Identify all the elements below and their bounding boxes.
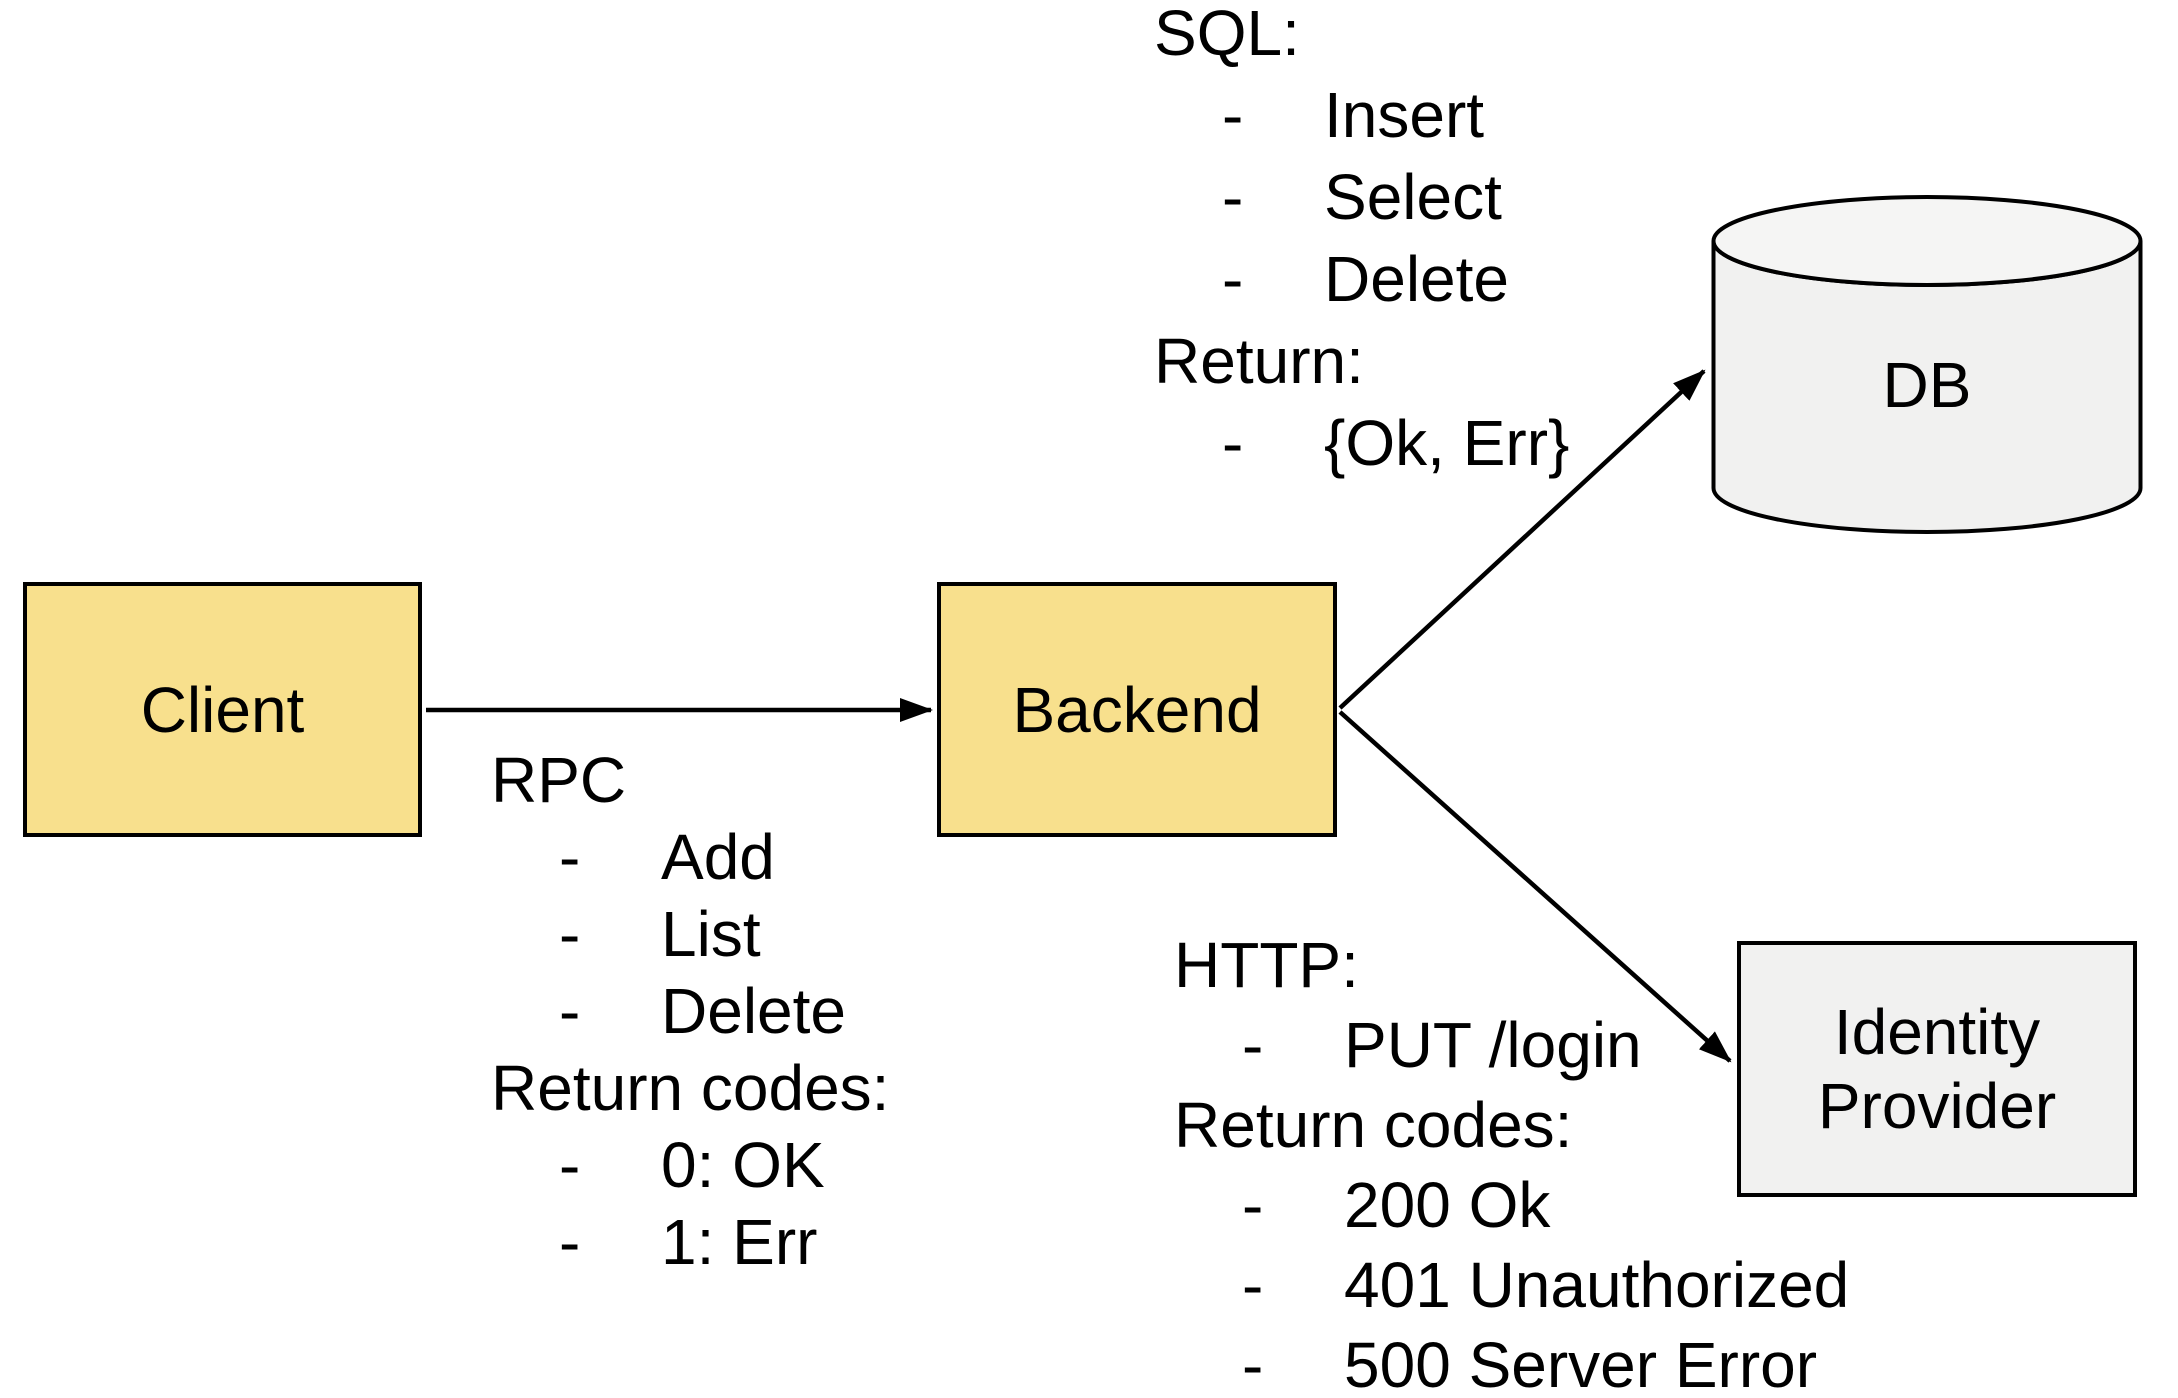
bullet-dash: - — [559, 821, 581, 893]
http-return-item: -200 Ok — [1174, 1165, 1849, 1245]
backend-to-db-arrow — [1338, 369, 1706, 710]
client-node-label: Client — [140, 673, 305, 746]
rpc-annotation: RPC -Add -List -Delete Return codes: -0:… — [491, 742, 889, 1281]
bullet-dash: - — [1222, 243, 1244, 315]
identity-provider-node-label: Identity Provider — [1817, 996, 2057, 1142]
rpc-return-title: Return codes: — [491, 1052, 890, 1124]
sql-item: -Delete — [1154, 238, 1569, 320]
http-return-title: Return codes: — [1174, 1089, 1573, 1161]
rpc-item: -Add — [491, 819, 889, 896]
bullet-dash: - — [559, 975, 581, 1047]
http-return-item: -500 Server Error — [1174, 1325, 1849, 1398]
bullet-dash: - — [1242, 1009, 1264, 1081]
client-node: Client — [23, 582, 422, 837]
bullet-dash: - — [1242, 1249, 1264, 1321]
bullet-dash: - — [1222, 161, 1244, 233]
backend-node: Backend — [937, 582, 1337, 837]
sql-item: -Select — [1154, 156, 1569, 238]
http-title: HTTP: — [1174, 929, 1359, 1001]
rpc-return-item: -0: OK — [491, 1127, 889, 1204]
bullet-dash: - — [559, 1129, 581, 1201]
backend-to-identity-provider-arrow — [1338, 710, 1732, 1063]
bullet-dash: - — [1242, 1329, 1264, 1398]
http-return-item: -401 Unauthorized — [1174, 1245, 1849, 1325]
rpc-title: RPC — [491, 744, 627, 816]
bullet-dash: - — [559, 1206, 581, 1278]
db-cylinder-shape — [1711, 195, 2143, 534]
bullet-dash: - — [559, 898, 581, 970]
sql-return-title: Return: — [1154, 325, 1364, 397]
http-annotation: HTTP: -PUT /login Return codes: -200 Ok … — [1174, 925, 1849, 1398]
identity-provider-node: Identity Provider — [1737, 941, 2137, 1197]
sql-annotation: SQL: -Insert -Select -Delete Return: -{O… — [1154, 0, 1569, 484]
sql-title: SQL: — [1154, 0, 1300, 69]
rpc-item: -List — [491, 896, 889, 973]
rpc-return-item: -1: Err — [491, 1204, 889, 1281]
sql-item: -Insert — [1154, 74, 1569, 156]
http-item: -PUT /login — [1174, 1005, 1849, 1085]
db-node-label: DB — [1882, 349, 1972, 421]
backend-node-label: Backend — [1012, 673, 1262, 746]
sql-return-item: -{Ok, Err} — [1154, 402, 1569, 484]
bullet-dash: - — [1242, 1169, 1264, 1241]
rpc-item: -Delete — [491, 973, 889, 1050]
bullet-dash: - — [1222, 407, 1244, 479]
bullet-dash: - — [1222, 79, 1244, 151]
db-cylinder-top — [1711, 195, 2143, 287]
